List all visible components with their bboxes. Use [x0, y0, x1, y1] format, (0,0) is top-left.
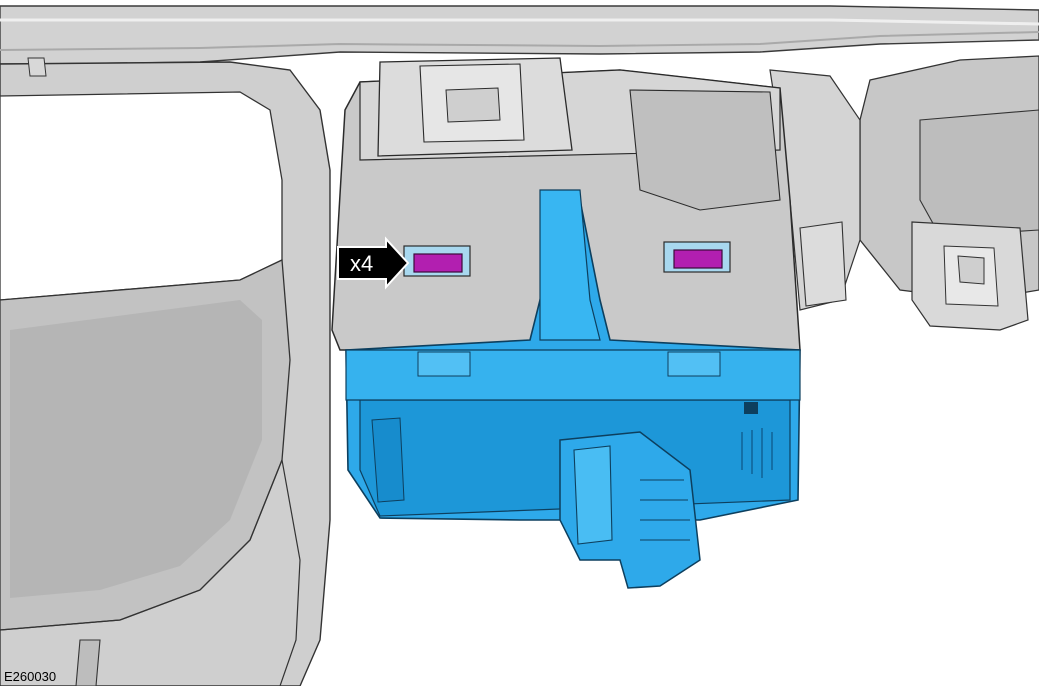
harness-connector-ribs [640, 479, 690, 541]
clip-tab-left[interactable] [413, 253, 463, 273]
housing-top-clip-slot [445, 87, 501, 123]
module-side-ridge [371, 417, 405, 503]
switch-housing-curved-face [629, 89, 781, 211]
left-rail-clip [27, 57, 47, 77]
connector-module-top-rib [539, 189, 601, 341]
harness-connector-lock [573, 445, 613, 545]
module-corner-pin [744, 402, 758, 414]
figure-reference-code: E260030 [4, 669, 56, 684]
module-embossed-marking [741, 428, 773, 478]
top-trim-edge [0, 31, 1039, 51]
left-trim-bowl-shade [10, 300, 262, 598]
callout-quantity-label: x4 [350, 251, 373, 276]
side-bracket-clip [799, 221, 847, 307]
left-trim-stub [75, 639, 101, 686]
right-clip-tab [957, 255, 985, 285]
module-latch-right [667, 351, 721, 377]
right-housing-face [919, 109, 1039, 237]
connector-module-upper-band [345, 349, 801, 401]
module-latch-left [417, 351, 471, 377]
left-trim-inner [0, 91, 283, 301]
callout-arrow: x4 [337, 236, 410, 290]
left-trim-lower-edge [0, 457, 301, 686]
clip-tab-right[interactable] [673, 249, 723, 269]
top-trim-highlight [0, 18, 1039, 26]
